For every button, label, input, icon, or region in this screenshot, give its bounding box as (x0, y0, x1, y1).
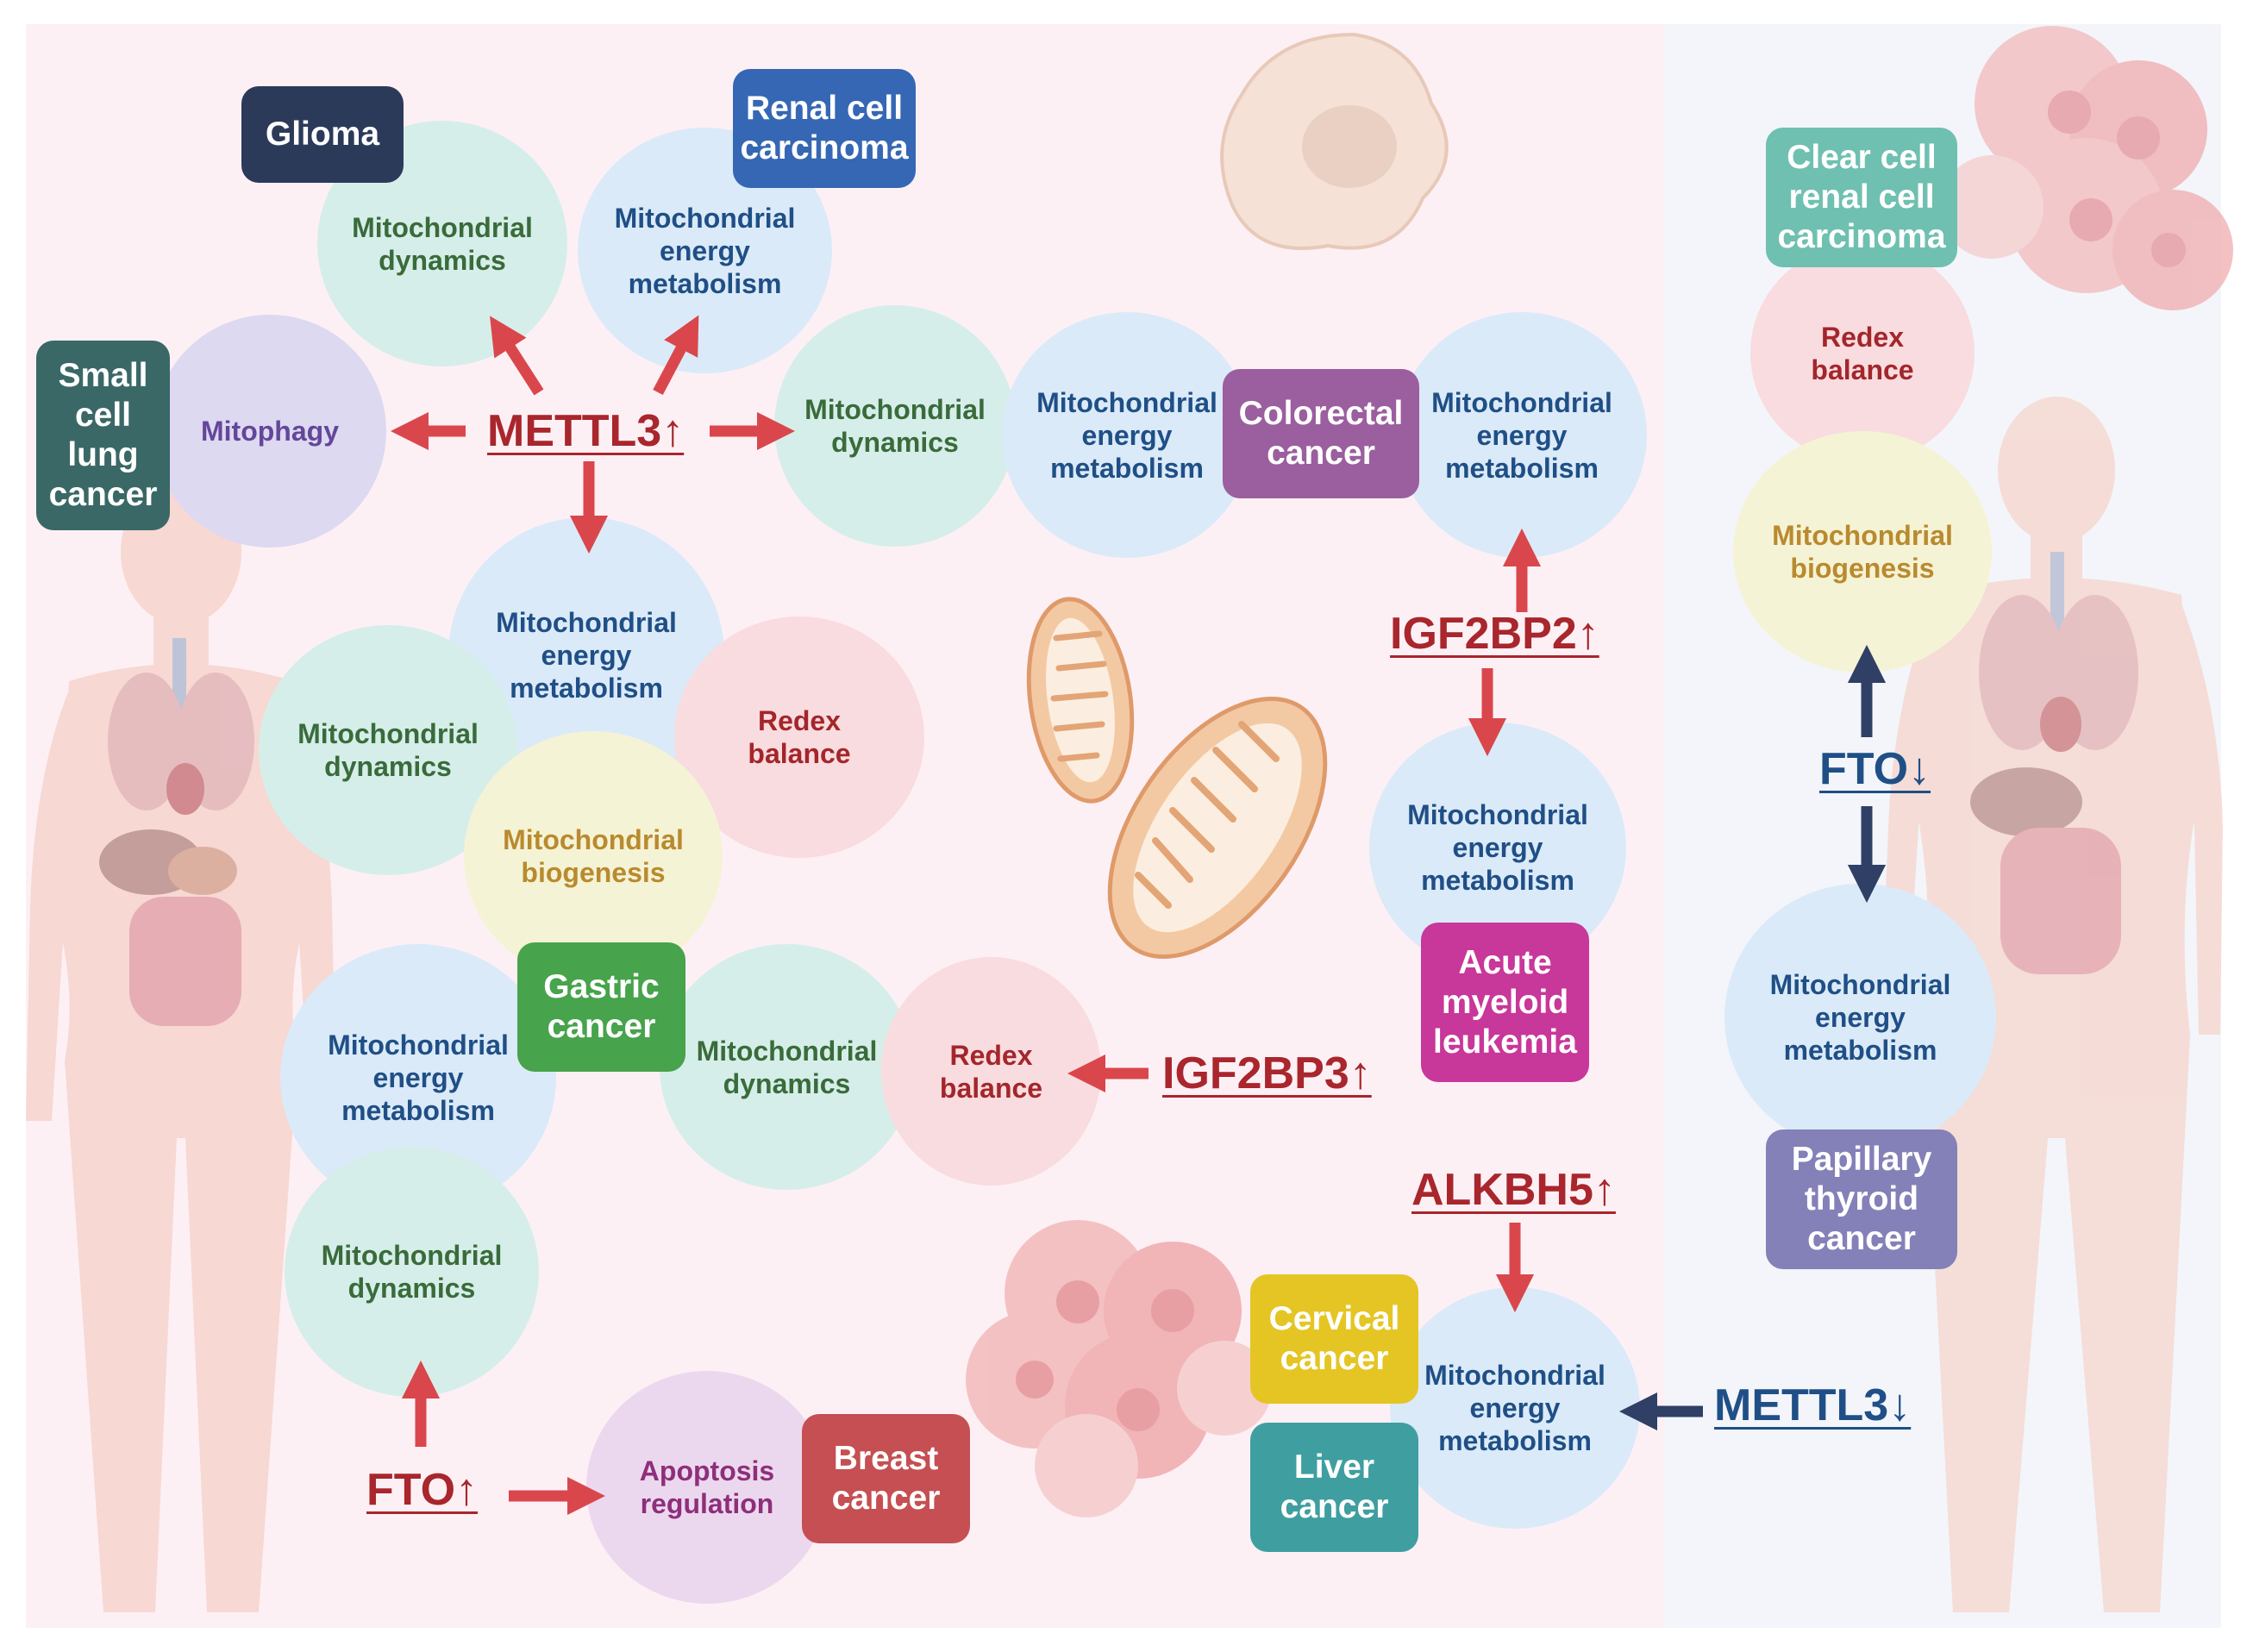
gastric-mitochondrial-dynamics-bottom: Mitochondrial dynamics (285, 1147, 539, 1397)
mettl3-up-label: METTL3↑ (487, 406, 685, 456)
mitochondrion-illustration-large (1107, 696, 1328, 960)
alkbh5-up-label: ALKBH5↑ (1411, 1165, 1616, 1215)
crc-mitochondrial-energy-metabolism-right: Mitochondrial energy metabolism (1397, 312, 1647, 558)
female-organs-illustration (99, 638, 254, 1026)
male-organs-illustration (1970, 552, 2138, 974)
crc-mitochondrial-dynamics: Mitochondrial dynamics (774, 305, 1016, 547)
renal-mitochondrial-energy-metabolism: Mitochondrial energy metabolism (578, 128, 832, 373)
cell-illustration (1220, 32, 1449, 250)
breast-cancer-label: Breast cancer (802, 1414, 970, 1543)
crc-mitochondrial-energy-metabolism-left: Mitochondrial energy metabolism (1002, 312, 1252, 558)
ptc-mitochondrial-energy-metabolism: Mitochondrial energy metabolism (1724, 884, 1996, 1151)
cervical-cancer-label: Cervical cancer (1250, 1274, 1418, 1404)
glioma-label: Glioma (241, 86, 404, 183)
liver-cancer-label: Liver cancer (1250, 1423, 1418, 1552)
fto-down-label: FTO↓ (1819, 744, 1931, 794)
ccrcc-mitochondrial-biogenesis: Mitochondrial biogenesis (1733, 431, 1992, 673)
mettl3-down-label: METTL3↓ (1714, 1380, 1912, 1430)
ccrcc-redox-balance: Redex balance (1750, 243, 1975, 463)
tumor-cluster-illustration-bottom (966, 1220, 1272, 1517)
male-body-illustration (1880, 397, 2223, 1612)
clear-cell-renal-cell-carcinoma-label: Clear cell renal cell carcinoma (1766, 128, 1957, 267)
cervical-liver-mitochondrial-energy-metabolism: Mitochondrial energy metabolism (1390, 1287, 1640, 1529)
mitochondrion-illustration-small (1026, 597, 1135, 804)
gastric-cancer-label: Gastric cancer (517, 942, 685, 1072)
gastric-mitochondrial-biogenesis: Mitochondrial biogenesis (464, 731, 723, 981)
sclc-mitophagy: Mitophagy (153, 315, 386, 548)
acute-myeloid-leukemia-label: Acute myeloid leukemia (1421, 923, 1589, 1082)
gastric-redox-balance-right: Redex balance (881, 957, 1101, 1186)
small-cell-lung-cancer-label: Small cell lung cancer (36, 341, 170, 530)
colorectal-cancer-label: Colorectal cancer (1223, 369, 1419, 498)
igf2bp2-up-label: IGF2BP2↑ (1390, 609, 1599, 659)
igf2bp3-up-label: IGF2BP3↑ (1162, 1048, 1372, 1098)
papillary-thyroid-cancer-label: Papillary thyroid cancer (1766, 1129, 1957, 1269)
gastric-mitochondrial-dynamics-right: Mitochondrial dynamics (660, 944, 914, 1190)
fto-up-label: FTO↑ (366, 1465, 479, 1515)
tumor-cluster-illustration-top (1940, 26, 2233, 310)
renal-cell-carcinoma-label: Renal cell carcinoma (733, 69, 916, 188)
female-body-illustration (26, 479, 336, 1612)
breast-apoptosis-regulation: Apoptosis regulation (586, 1371, 828, 1604)
